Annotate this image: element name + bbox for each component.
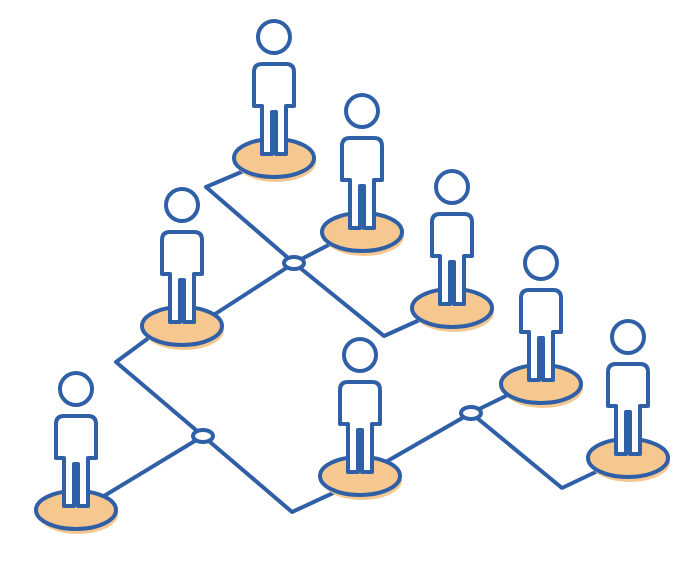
people-nodes	[34, 19, 670, 534]
person-body-icon	[519, 288, 563, 382]
person-body-icon	[54, 414, 98, 508]
person-head-icon	[523, 245, 559, 281]
person-node	[499, 245, 583, 408]
person-head-icon	[58, 371, 94, 407]
person-head-icon	[342, 337, 378, 373]
person-node	[34, 371, 118, 534]
connection-line	[102, 332, 205, 498]
person-body-icon	[160, 230, 204, 324]
person-body-icon	[606, 362, 650, 456]
person-node	[410, 169, 494, 332]
person-head-icon	[434, 169, 470, 205]
connection-line	[469, 411, 606, 490]
person-head-icon	[164, 187, 200, 223]
junction-connector	[191, 428, 215, 444]
person-body-icon	[430, 212, 474, 306]
junction-connector	[459, 405, 483, 421]
person-node	[318, 337, 402, 500]
person-body-icon	[338, 380, 382, 474]
person-node	[586, 319, 670, 482]
connection-line	[382, 390, 516, 465]
person-head-icon	[256, 19, 292, 55]
person-node	[320, 93, 404, 256]
person-body-icon	[340, 136, 384, 230]
junction-connectors	[191, 255, 483, 444]
connection-line	[292, 261, 426, 338]
person-body-icon	[252, 62, 296, 156]
person-head-icon	[344, 93, 380, 129]
connection-line	[204, 168, 340, 265]
person-head-icon	[610, 319, 646, 355]
connection-line	[201, 434, 346, 514]
person-node	[140, 187, 224, 350]
person-node	[232, 19, 316, 182]
junction-connector	[282, 255, 306, 271]
connection-line	[210, 261, 296, 318]
